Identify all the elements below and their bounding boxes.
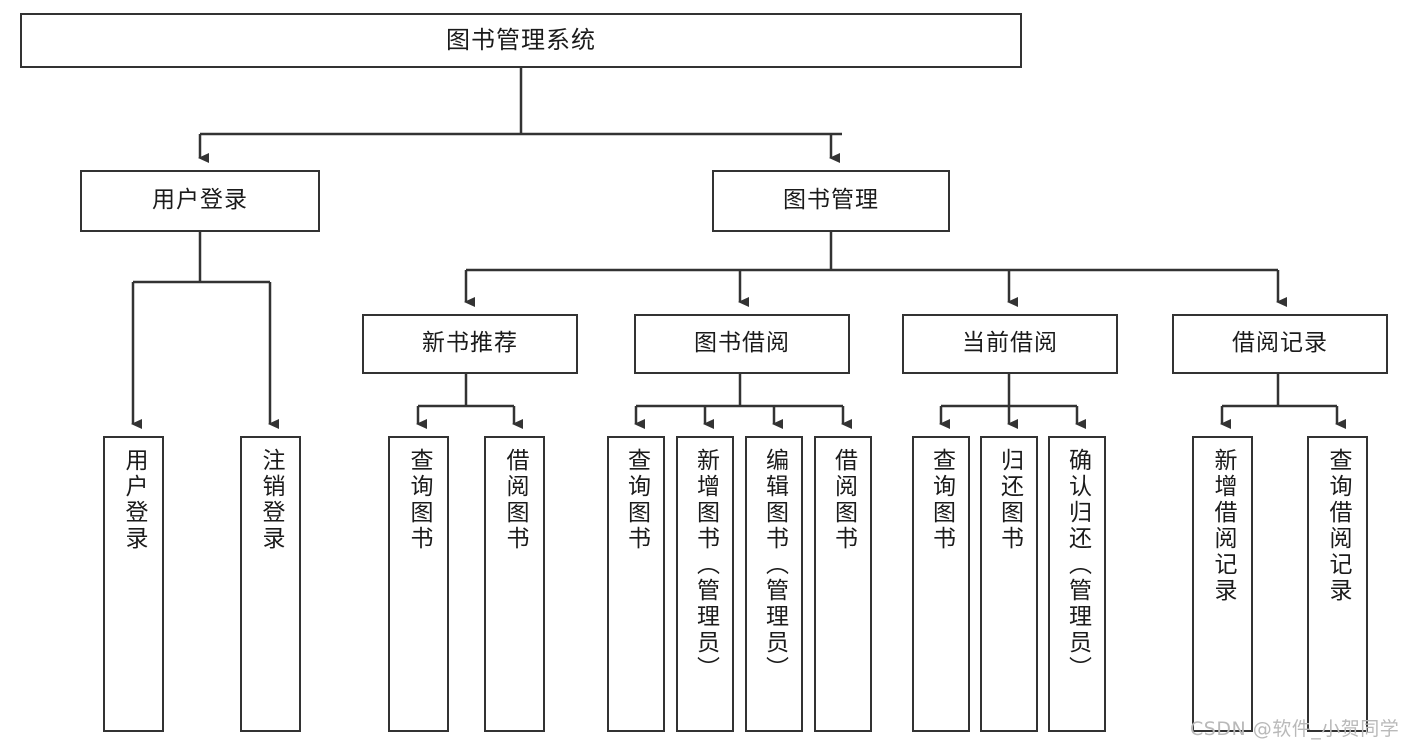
leaf-book-borrow-1[interactable]: 查询图书 bbox=[607, 436, 665, 732]
leaf-current-borrow-1-label: 查询图书 bbox=[928, 448, 955, 552]
leaf-book-borrow-2[interactable]: 新增图书（管理员） bbox=[676, 436, 734, 732]
node-user-login-label: 用户登录 bbox=[152, 187, 248, 214]
leaf-book-borrow-4-label: 借阅图书 bbox=[830, 448, 857, 552]
node-new-book-recommend[interactable]: 新书推荐 bbox=[362, 314, 578, 374]
leaf-book-borrow-3-label: 编辑图书（管理员） bbox=[761, 448, 788, 682]
node-user-login[interactable]: 用户登录 bbox=[80, 170, 320, 232]
node-borrow-record-label: 借阅记录 bbox=[1232, 330, 1328, 357]
leaf-new-book-1-label: 查询图书 bbox=[406, 448, 432, 552]
node-book-borrow[interactable]: 图书借阅 bbox=[634, 314, 850, 374]
leaf-new-book-1[interactable]: 查询图书 bbox=[388, 436, 449, 732]
node-book-manage[interactable]: 图书管理 bbox=[712, 170, 950, 232]
leaf-new-book-2[interactable]: 借阅图书 bbox=[484, 436, 545, 732]
leaf-current-borrow-3[interactable]: 确认归还（管理员） bbox=[1048, 436, 1106, 732]
node-current-borrow[interactable]: 当前借阅 bbox=[902, 314, 1118, 374]
leaf-book-borrow-4[interactable]: 借阅图书 bbox=[814, 436, 872, 732]
leaf-borrow-record-1-label: 新增借阅记录 bbox=[1210, 448, 1236, 604]
node-root[interactable]: 图书管理系统 bbox=[20, 13, 1022, 68]
leaf-book-borrow-1-label: 查询图书 bbox=[623, 448, 650, 552]
watermark: CSDN @软件_小贺同学 bbox=[1190, 718, 1400, 740]
node-book-manage-label: 图书管理 bbox=[783, 187, 879, 214]
leaf-current-borrow-1[interactable]: 查询图书 bbox=[912, 436, 970, 732]
node-root-label: 图书管理系统 bbox=[446, 26, 596, 55]
node-book-borrow-label: 图书借阅 bbox=[694, 330, 790, 357]
leaf-borrow-record-1[interactable]: 新增借阅记录 bbox=[1192, 436, 1253, 732]
leaf-new-book-2-label: 借阅图书 bbox=[502, 448, 528, 552]
leaf-borrow-record-2-label: 查询借阅记录 bbox=[1325, 448, 1351, 604]
node-new-book-recommend-label: 新书推荐 bbox=[422, 330, 518, 357]
leaf-user-login-1[interactable]: 用户登录 bbox=[103, 436, 164, 732]
leaf-book-borrow-3[interactable]: 编辑图书（管理员） bbox=[745, 436, 803, 732]
leaf-user-login-2-label: 注销登录 bbox=[258, 448, 284, 552]
leaf-current-borrow-2[interactable]: 归还图书 bbox=[980, 436, 1038, 732]
leaf-current-borrow-3-label: 确认归还（管理员） bbox=[1064, 448, 1091, 682]
leaf-user-login-1-label: 用户登录 bbox=[121, 448, 147, 552]
leaf-borrow-record-2[interactable]: 查询借阅记录 bbox=[1307, 436, 1368, 732]
leaf-user-login-2[interactable]: 注销登录 bbox=[240, 436, 301, 732]
leaf-book-borrow-2-label: 新增图书（管理员） bbox=[692, 448, 719, 682]
node-borrow-record[interactable]: 借阅记录 bbox=[1172, 314, 1388, 374]
node-current-borrow-label: 当前借阅 bbox=[962, 330, 1058, 357]
leaf-current-borrow-2-label: 归还图书 bbox=[996, 448, 1023, 552]
